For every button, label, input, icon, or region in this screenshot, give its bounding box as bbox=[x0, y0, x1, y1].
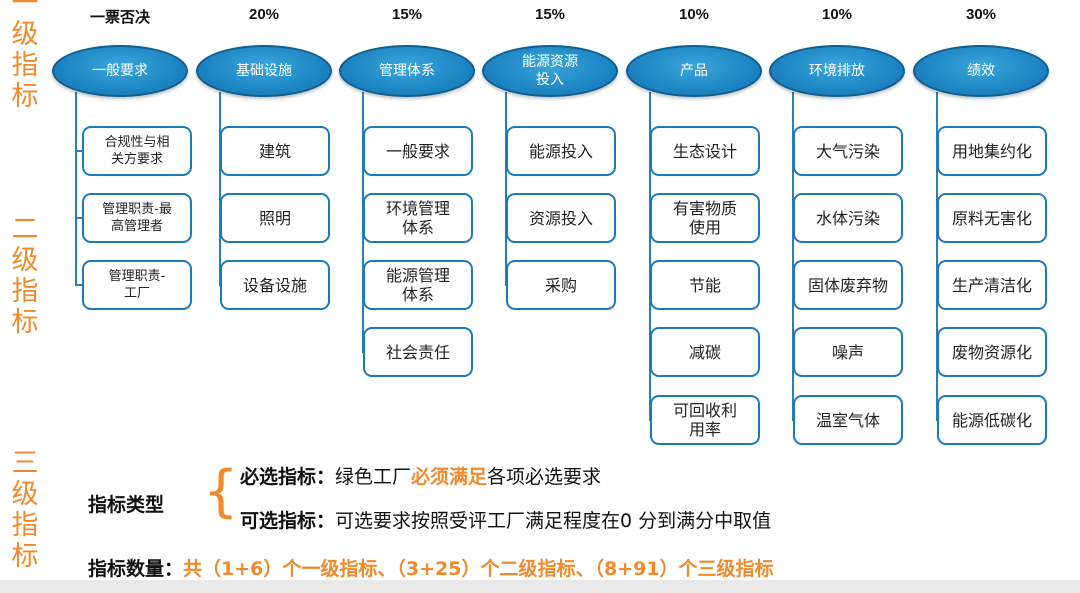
category-header-pill: 绩效 bbox=[913, 45, 1049, 97]
category-weight: 15% bbox=[534, 6, 566, 23]
indicator-type-label: 指标类型 bbox=[88, 494, 165, 516]
required-indicator-name: 必选指标： bbox=[240, 466, 336, 488]
category-column-5: 10% 生态设计有害物质 使用节能减碳可回收利 用率 产品 bbox=[624, 0, 764, 460]
sub-indicator-box: 噪声 bbox=[793, 327, 903, 377]
required-indicator-post: 各项必选要求 bbox=[487, 466, 602, 488]
tree-connector-vertical bbox=[792, 92, 794, 420]
optional-indicator-text: 可选要求按照受评工厂满足程度在0 分到满分中取值 bbox=[335, 510, 772, 532]
category-column-6: 10% 大气污染水体污染固体废弃物噪声温室气体 环境排放 bbox=[767, 0, 907, 460]
sub-indicator-box: 能源投入 bbox=[506, 126, 616, 176]
sub-indicator-box: 原料无害化 bbox=[937, 193, 1047, 243]
sub-indicator-box: 设备设施 bbox=[220, 260, 330, 310]
sub-indicator-box: 环境管理 体系 bbox=[363, 193, 473, 243]
tree-connector-vertical bbox=[505, 92, 507, 285]
level-label-3: 三 级 指 标 bbox=[11, 448, 39, 572]
brace-icon: { bbox=[203, 459, 239, 524]
sub-indicator-box: 固体废弃物 bbox=[793, 260, 903, 310]
optional-indicator-name: 可选指标： bbox=[240, 510, 336, 532]
sub-indicator-box: 资源投入 bbox=[506, 193, 616, 243]
sub-indicator-box: 合规性与相 关方要求 bbox=[82, 126, 192, 176]
category-column-7: 30% 用地集约化原料无害化生产清洁化废物资源化能源低碳化 绩效 bbox=[911, 0, 1051, 460]
sub-indicator-box: 管理职责- 工厂 bbox=[82, 260, 192, 310]
tree-connector-vertical bbox=[219, 92, 221, 285]
sub-indicator-box: 水体污染 bbox=[793, 193, 903, 243]
category-weight: 10% bbox=[821, 6, 853, 23]
sub-indicator-box: 节能 bbox=[650, 260, 760, 310]
required-indicator-line: 必选指标：绿色工厂必须满足各项必选要求 bbox=[240, 462, 601, 489]
required-indicator-highlight: 必须满足 bbox=[411, 466, 488, 488]
sub-indicator-box: 采购 bbox=[506, 260, 616, 310]
sub-indicator-box: 废物资源化 bbox=[937, 327, 1047, 377]
sub-indicator-box: 照明 bbox=[220, 193, 330, 243]
level-label-1: 一 级 指 标 bbox=[11, 0, 39, 112]
category-weight: 30% bbox=[965, 6, 997, 23]
sub-indicator-box: 社会责任 bbox=[363, 327, 473, 377]
tree-connector-vertical bbox=[649, 92, 651, 420]
optional-indicator-line: 可选指标：可选要求按照受评工厂满足程度在0 分到满分中取值 bbox=[240, 506, 771, 533]
indicator-count-value: 共（1+6）个一级指标、（3+25）个二级指标、（8+91）个三级指标 bbox=[183, 558, 774, 580]
category-weight: 一票否决 bbox=[89, 9, 150, 26]
bottom-strip bbox=[0, 580, 1080, 593]
level-label-2: 二 级 指 标 bbox=[11, 214, 39, 338]
category-weight: 15% bbox=[391, 6, 423, 23]
category-header-pill: 基础设施 bbox=[196, 45, 332, 97]
category-column-1: 一票否决合规性与相 关方要求管理职责-最 高管理者管理职责- 工厂 一般要求 bbox=[50, 0, 192, 460]
sub-indicator-box: 有害物质 使用 bbox=[650, 193, 760, 243]
sub-indicator-box: 管理职责-最 高管理者 bbox=[82, 193, 192, 243]
category-header-pill: 管理体系 bbox=[339, 45, 475, 97]
indicator-count-label: 指标数量： bbox=[88, 558, 184, 580]
sub-indicator-box: 能源管理 体系 bbox=[363, 260, 473, 310]
category-column-4: 15% 能源投入资源投入采购 能源资源 投入 bbox=[480, 0, 620, 460]
sub-indicator-box: 生产清洁化 bbox=[937, 260, 1047, 310]
category-column-3: 15% 一般要求环境管理 体系能源管理 体系社会责任 管理体系 bbox=[337, 0, 477, 460]
sub-indicator-box: 建筑 bbox=[220, 126, 330, 176]
indicator-count-line: 指标数量：共（1+6）个一级指标、（3+25）个二级指标、（8+91）个三级指标 bbox=[88, 554, 774, 581]
tree-connector-vertical bbox=[936, 92, 938, 420]
category-header-pill: 能源资源 投入 bbox=[482, 45, 618, 97]
sub-indicator-box: 用地集约化 bbox=[937, 126, 1047, 176]
sub-indicator-box: 减碳 bbox=[650, 327, 760, 377]
category-column-2: 20% 建筑照明设备设施 基础设施 bbox=[194, 0, 334, 460]
sub-indicator-box: 一般要求 bbox=[363, 126, 473, 176]
sub-indicator-box: 生态设计 bbox=[650, 126, 760, 176]
sub-indicator-box: 温室气体 bbox=[793, 395, 903, 445]
sub-indicator-box: 大气污染 bbox=[793, 126, 903, 176]
sub-indicator-box: 可回收利 用率 bbox=[650, 395, 760, 445]
category-weight: 10% bbox=[678, 6, 710, 23]
sub-indicator-box: 能源低碳化 bbox=[937, 395, 1047, 445]
category-header-pill: 环境排放 bbox=[769, 45, 905, 97]
required-indicator-pre: 绿色工厂 bbox=[335, 466, 412, 488]
category-header-pill: 一般要求 bbox=[52, 45, 188, 97]
tree-connector-vertical bbox=[75, 92, 77, 285]
category-weight: 20% bbox=[248, 6, 280, 23]
category-header-pill: 产品 bbox=[626, 45, 762, 97]
